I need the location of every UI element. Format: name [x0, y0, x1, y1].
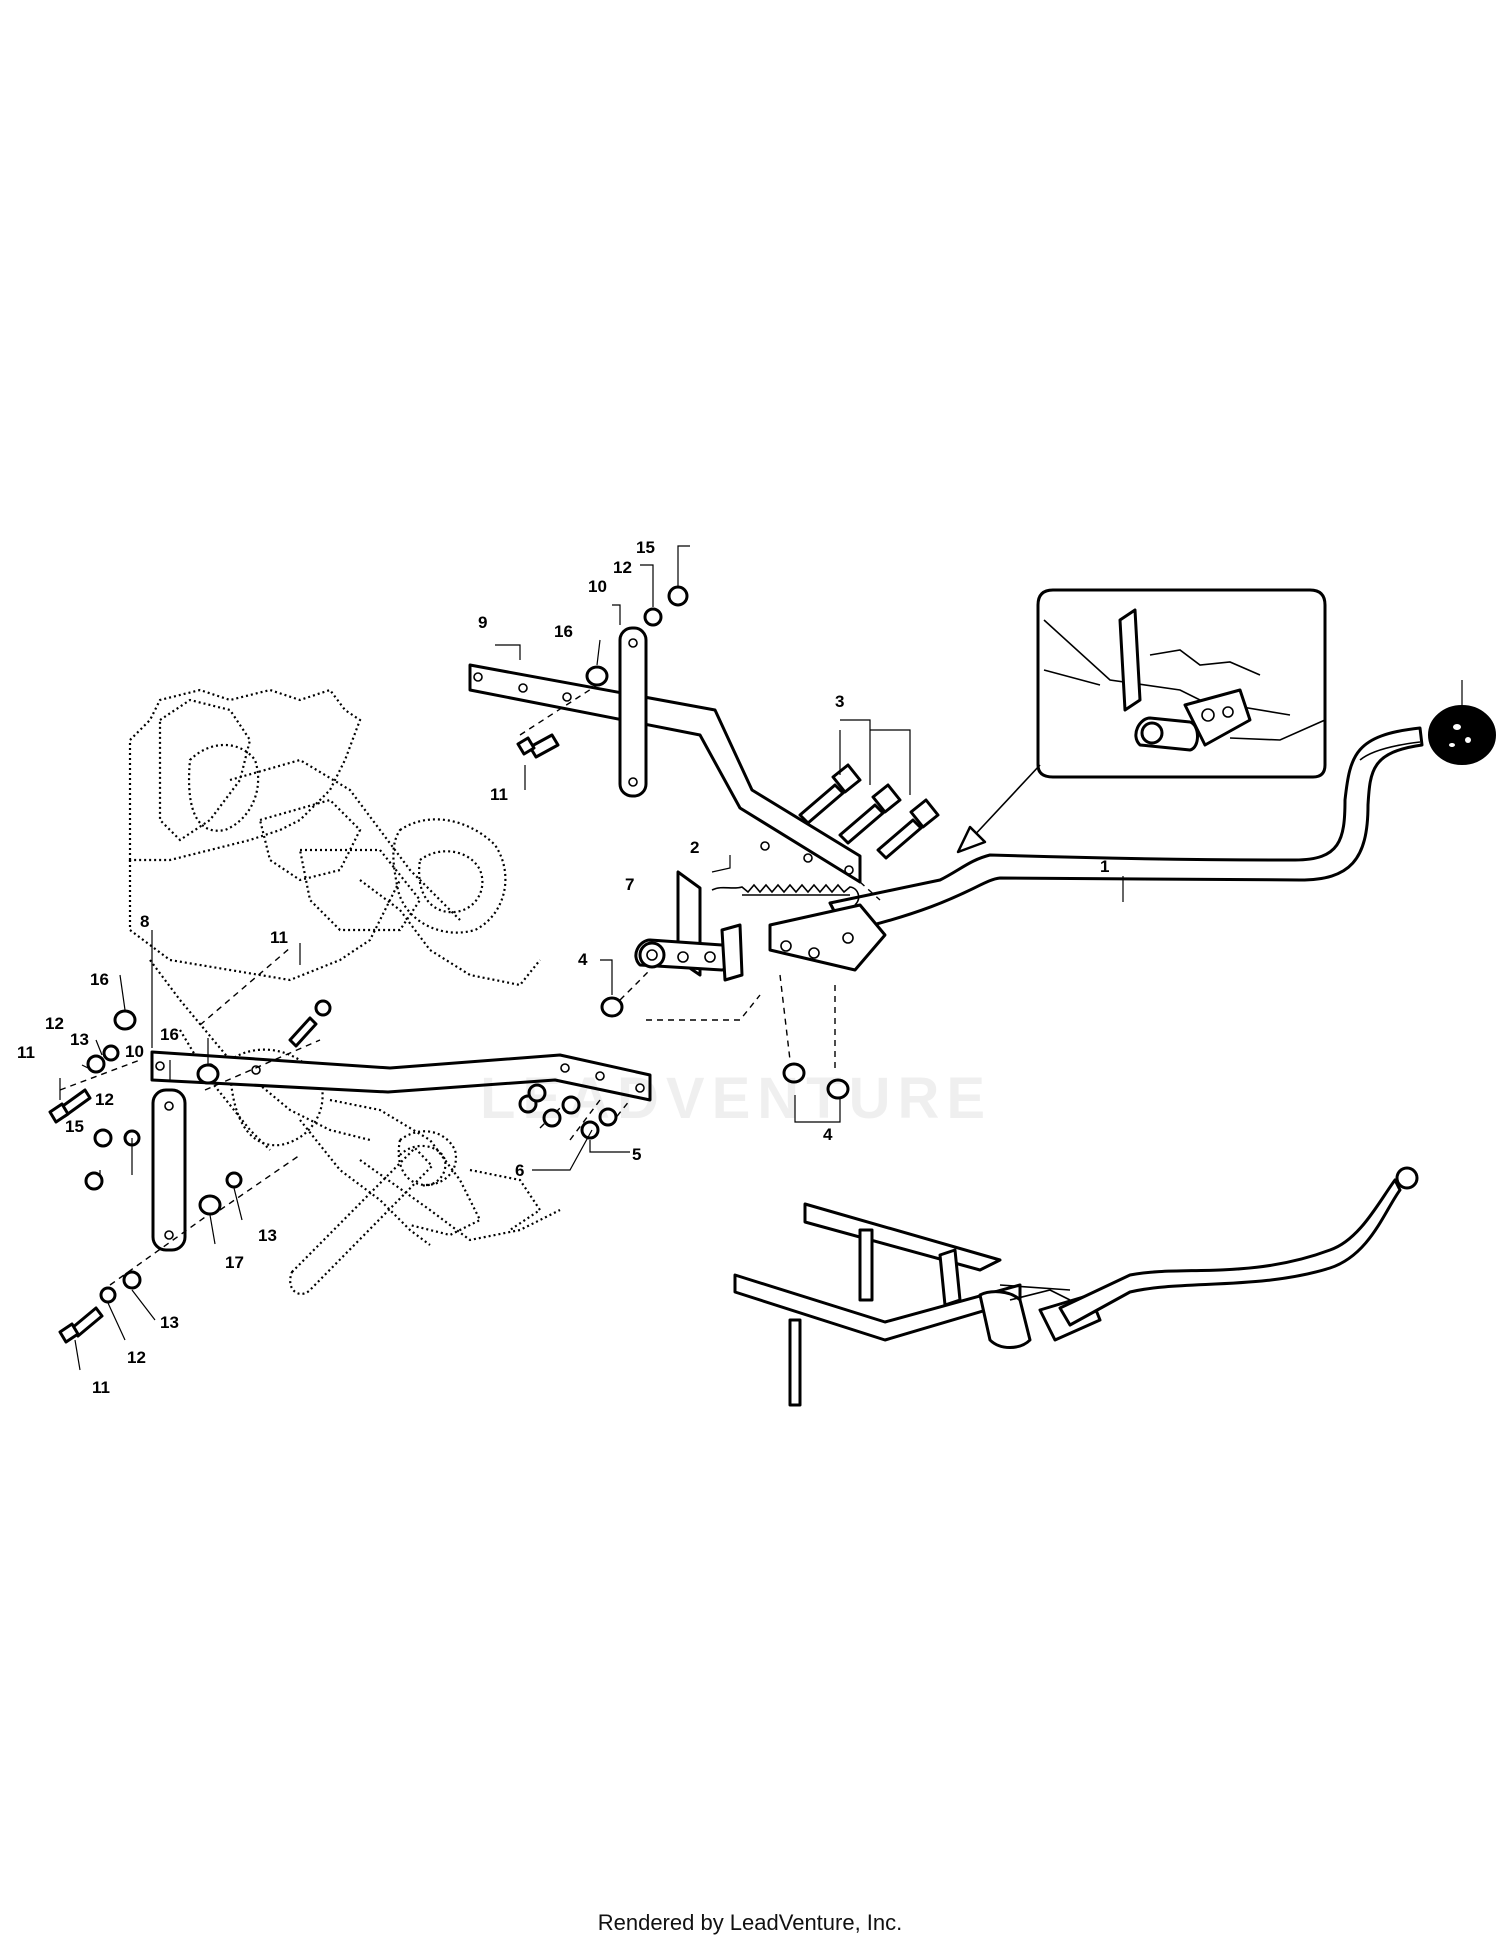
lever-pivot-plate [768, 903, 887, 972]
callout-12b: 12 [45, 1014, 64, 1033]
lever-knob [1428, 705, 1496, 765]
callout-10b: 10 [125, 1042, 144, 1061]
transmission-housing [128, 688, 561, 1246]
callout-11a: 11 [490, 785, 508, 804]
upper-lift-bracket [468, 663, 862, 884]
callout-8: 8 [140, 912, 149, 931]
watermark: LEADVENTURE [480, 1066, 993, 1131]
callout-1: 1 [1100, 857, 1109, 876]
callout-16b: 16 [90, 970, 109, 989]
callout-16d: 17 [225, 1253, 244, 1272]
callout-11d: 11 [92, 1378, 110, 1397]
lower-link-plate [151, 1088, 187, 1252]
callout-16a: 16 [554, 622, 573, 641]
upper-link-plate [618, 626, 648, 798]
callout-2: 2 [690, 838, 699, 857]
callout-15b: 15 [65, 1117, 84, 1136]
detail-arrow [956, 764, 1041, 854]
callout-3: 3 [835, 692, 844, 711]
callout-7: 7 [625, 875, 634, 894]
bolts-3 [798, 763, 940, 860]
callout-13b: 13 [258, 1226, 277, 1245]
callout-labels: 1 2 3 4 4 5 6 7 8 9 10 10 11 11 11 11 12… [17, 538, 1109, 1397]
callout-11b: 11 [270, 928, 288, 947]
callout-13c: 13 [160, 1313, 179, 1332]
callout-15a: 15 [636, 538, 655, 557]
callout-4b: 4 [823, 1125, 833, 1144]
callout-5: 5 [632, 1145, 641, 1164]
callout-10a: 10 [588, 577, 607, 596]
callout-12c: 12 [95, 1090, 114, 1109]
callout-11c: 11 [17, 1043, 35, 1062]
callout-13a: 13 [70, 1030, 89, 1049]
inset-detail [1036, 588, 1327, 779]
return-spring [711, 883, 860, 906]
lift-lever-handle [828, 726, 1424, 934]
callout-12d: 12 [127, 1348, 146, 1367]
callout-9: 9 [478, 613, 487, 632]
render-credit: Rendered by LeadVenture, Inc. [597, 1910, 903, 1935]
bolts-11 [48, 733, 560, 1344]
assembled-view [733, 1166, 1419, 1407]
detent-bracket [634, 870, 744, 982]
axle-shaft [289, 1144, 447, 1296]
callout-4a: 4 [578, 950, 588, 969]
callout-12a: 12 [613, 558, 632, 577]
callout-16c: 16 [160, 1025, 179, 1044]
hardware [84, 585, 689, 1304]
leader-lines [59, 545, 1463, 1371]
spacers [113, 665, 850, 1216]
callout-6: 6 [515, 1161, 524, 1180]
